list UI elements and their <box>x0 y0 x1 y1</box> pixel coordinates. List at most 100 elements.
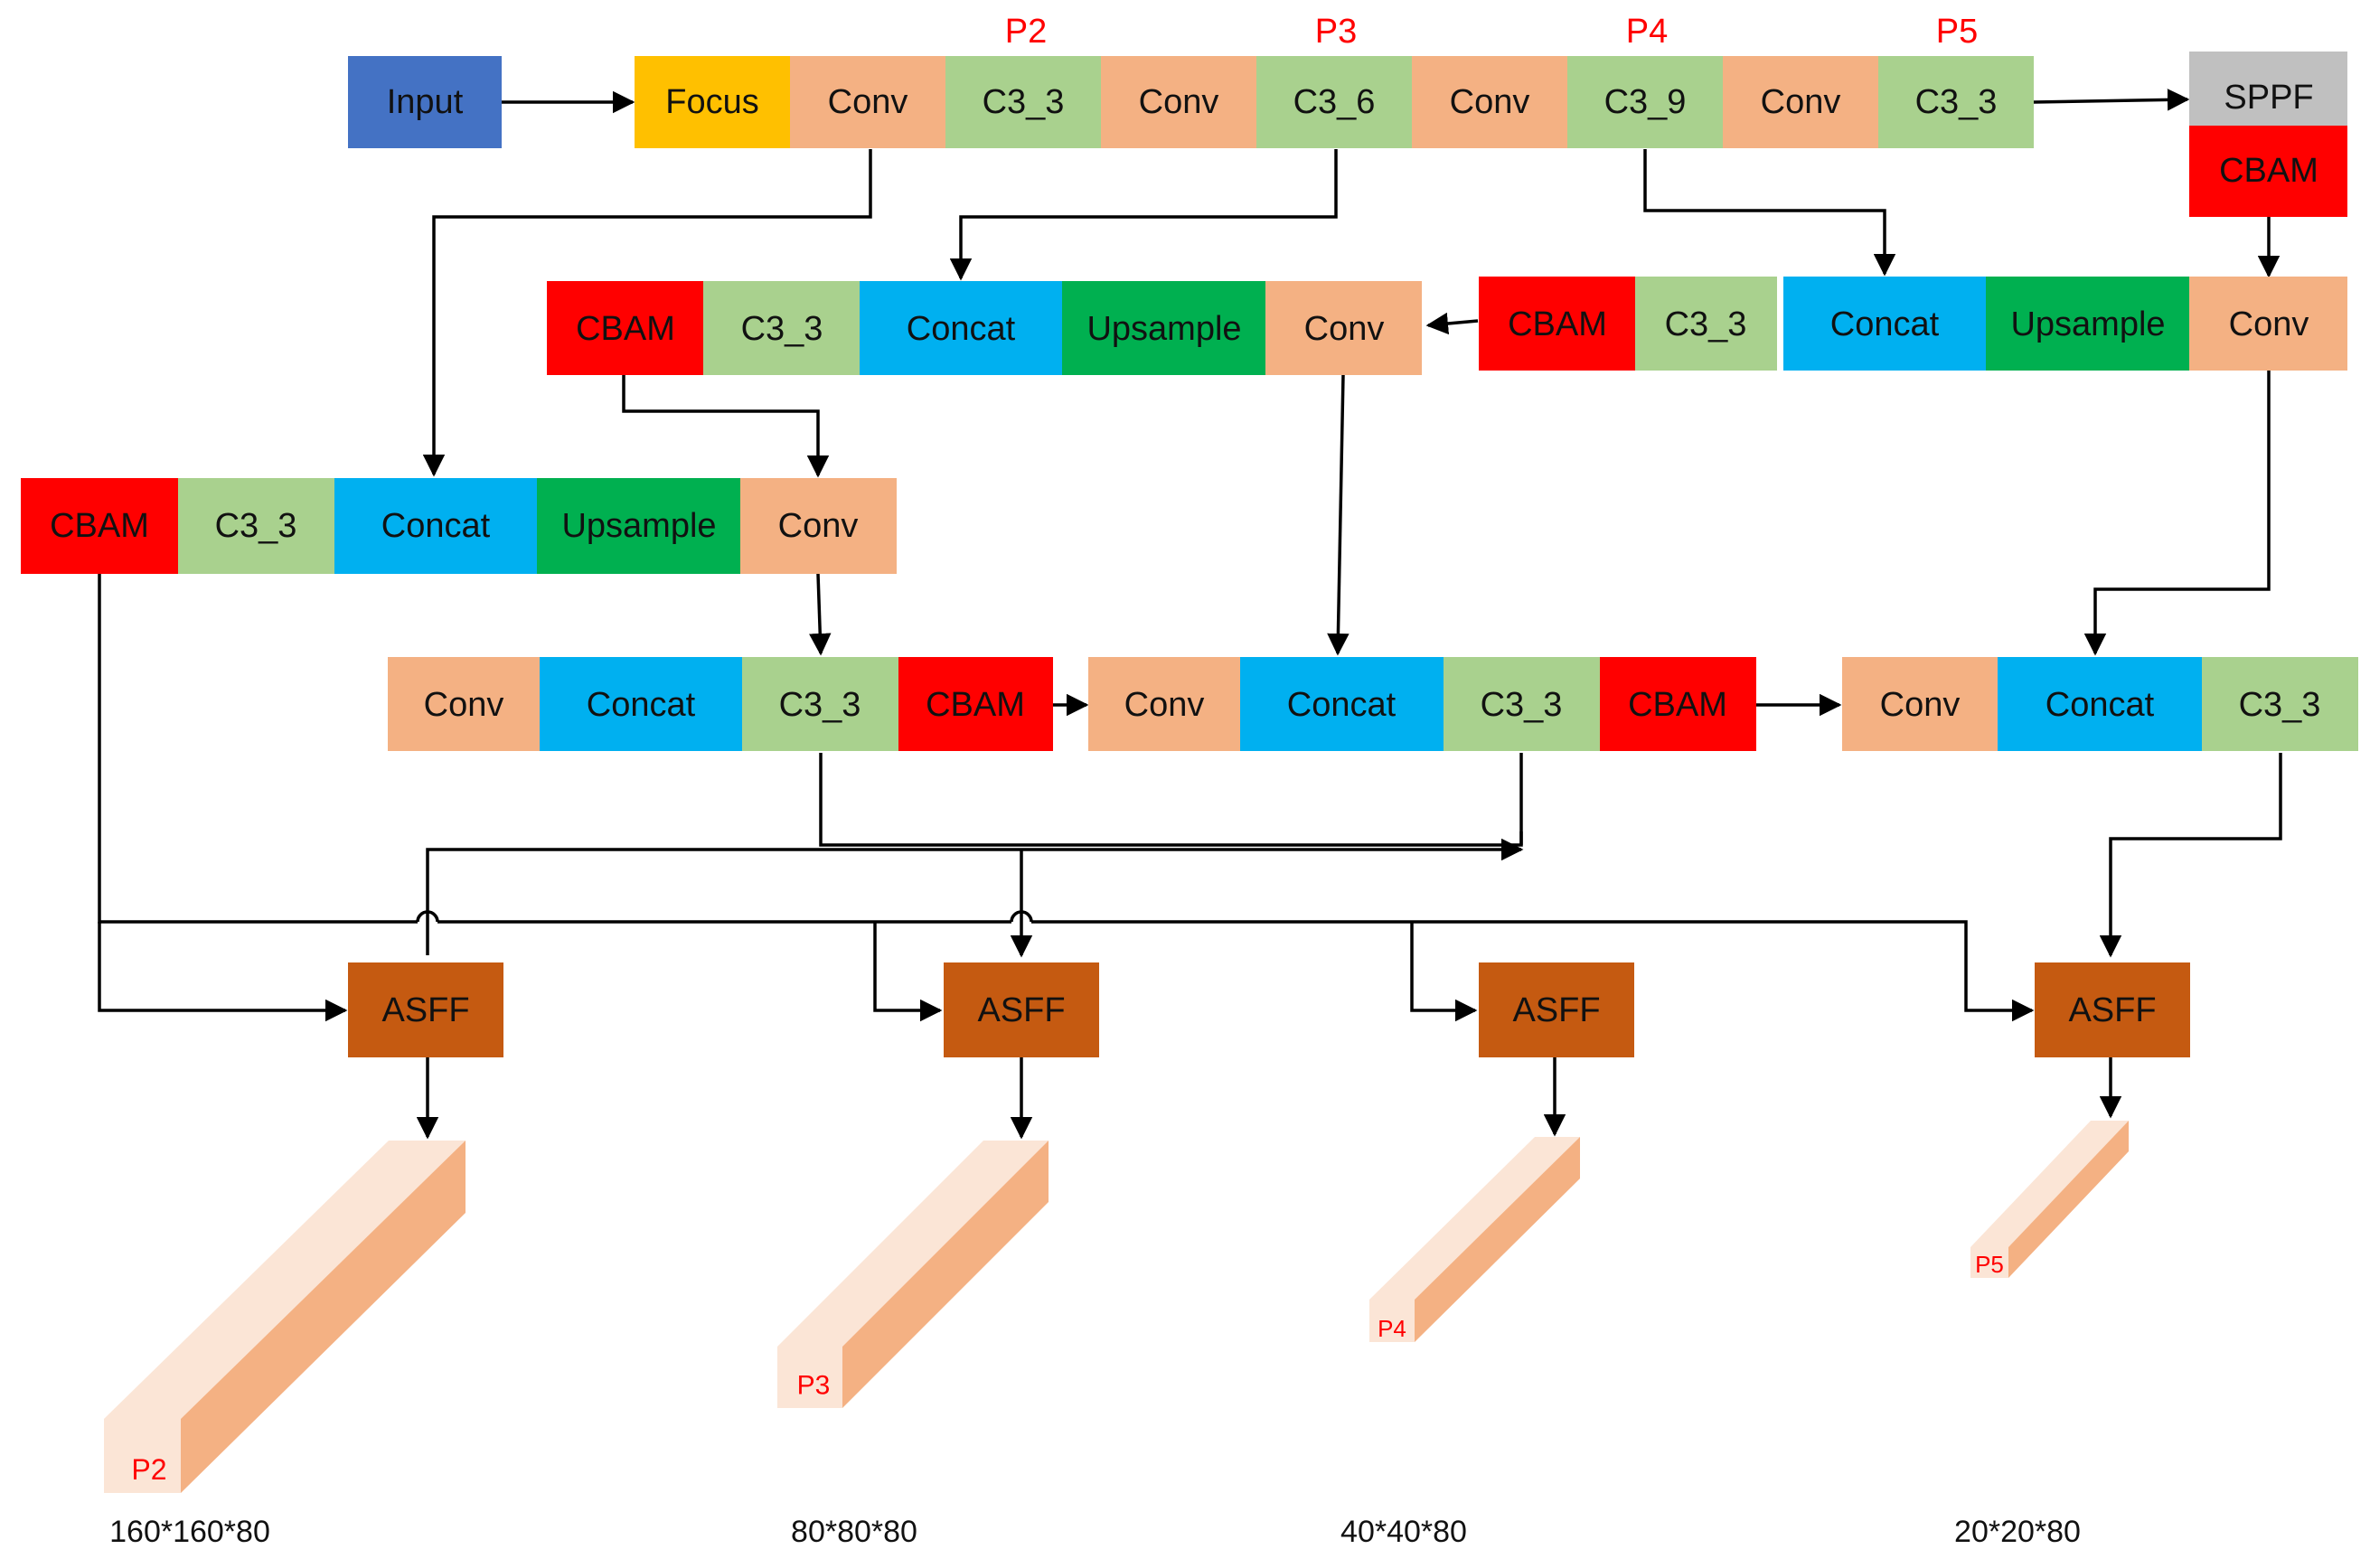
prism-side-face <box>181 1141 466 1493</box>
prism-label: P4 <box>1378 1315 1406 1342</box>
conv-label: Conv <box>2229 305 2309 343</box>
prism-front-face <box>777 1347 842 1408</box>
prism-front-face <box>1970 1247 2008 1278</box>
conv-rect <box>1101 56 1256 148</box>
asff-label: ASFF <box>381 991 469 1029</box>
concat-rect <box>1240 657 1444 751</box>
conv-label: Conv <box>424 686 504 724</box>
output-p5-prism: P5 <box>1970 1121 2129 1278</box>
c3-label: C3_3 <box>2239 686 2321 724</box>
output-p2-prism: P2 <box>104 1141 466 1493</box>
connection-lines <box>98 89 2282 1140</box>
concat-rect <box>540 657 742 751</box>
asff-block-p2: ASFF <box>348 962 503 1057</box>
output-dimension-labels: 160*160*80 80*80*80 40*40*80 20*20*80 <box>109 1515 2081 1549</box>
c3-label: C3_6 <box>1293 83 1376 121</box>
prism-top-face <box>777 1141 1049 1347</box>
asff-rect <box>2035 962 2190 1057</box>
sppf-label: SPPF <box>2224 79 2313 117</box>
concat-rect <box>860 281 1062 375</box>
pan-group-1: Conv Concat C3_3 CBAM <box>388 657 1053 751</box>
c3-label: C3_3 <box>779 686 861 724</box>
asff-rect <box>944 962 1099 1057</box>
level-label-p3: P3 <box>1315 13 1357 51</box>
concat-rect <box>334 478 537 574</box>
conv-rect <box>2189 277 2347 371</box>
prism-side-face <box>2008 1121 2129 1278</box>
cbam-rect <box>21 478 178 574</box>
prism-side-face <box>842 1141 1049 1408</box>
cbam-label: CBAM <box>2219 152 2318 190</box>
cbam-label: CBAM <box>1508 305 1607 343</box>
concat-label: Concat <box>587 686 696 724</box>
conv-rect <box>388 657 540 751</box>
conv-label: Conv <box>1124 686 1205 724</box>
c3-rect <box>1878 56 2034 148</box>
concat-rect <box>1783 277 1986 371</box>
prism-label: P5 <box>1975 1251 2004 1278</box>
conv-label: Conv <box>1880 686 1961 724</box>
prism-top-face <box>1970 1121 2129 1247</box>
c3-label: C3_3 <box>1915 83 1998 121</box>
level-label-p2: P2 <box>1005 13 1047 51</box>
conv-rect <box>790 56 945 148</box>
sppf-block: SPPF <box>2189 52 2347 126</box>
c3-rect <box>178 478 334 574</box>
cbam-rect <box>2189 126 2347 217</box>
backbone-level-labels: P2 P3 P4 P5 <box>1005 13 1978 51</box>
conv-label: Conv <box>778 507 859 545</box>
level-label-p5: P5 <box>1936 13 1978 51</box>
asff-block-p4: ASFF <box>1479 962 1634 1057</box>
asff-label: ASFF <box>1512 991 1600 1029</box>
pan-group-2: Conv Concat C3_3 CBAM <box>1088 657 1756 751</box>
asff-label: ASFF <box>2068 991 2156 1029</box>
cbam-rect <box>1479 277 1635 371</box>
output-dims-p3: 80*80*80 <box>791 1515 917 1549</box>
asff-label: ASFF <box>977 991 1065 1029</box>
input-label: Input <box>387 83 464 121</box>
sppf-rect <box>2189 52 2347 126</box>
backbone-blocks: Focus Conv C3_3 Conv C3_6 Conv C3_9 Conv… <box>635 56 2034 148</box>
c3-rect <box>945 56 1101 148</box>
prism-label: P2 <box>131 1453 166 1486</box>
c3-rect <box>703 281 860 375</box>
neck-top-right-row: CBAM C3_3 Concat Upsample Conv <box>1479 277 2347 371</box>
upsample-rect <box>1062 281 1265 375</box>
output-dims-p5: 20*20*80 <box>1954 1515 2081 1549</box>
backbone-row: Input Focus Conv C3_3 Conv C3_6 Conv C3_… <box>348 52 2347 217</box>
asff-block-p3: ASFF <box>944 962 1099 1057</box>
cbam-label: CBAM <box>1628 686 1727 724</box>
concat-label: Concat <box>1830 305 1940 343</box>
output-p4-prism: P4 <box>1369 1137 1580 1342</box>
upsample-rect <box>1986 277 2189 371</box>
concat-label: Concat <box>381 507 491 545</box>
c3-rect <box>742 657 898 751</box>
conv-rect <box>1723 56 1878 148</box>
prism-side-face <box>1415 1137 1580 1342</box>
asff-block-p5: ASFF <box>2035 962 2190 1057</box>
c3-label: C3_9 <box>1604 83 1687 121</box>
output-dims-p2: 160*160*80 <box>109 1515 270 1549</box>
c3-rect <box>1635 277 1777 371</box>
asff-rect <box>1479 962 1634 1057</box>
c3-label: C3_3 <box>1481 686 1563 724</box>
asff-rect <box>348 962 503 1057</box>
conv-rect <box>1842 657 1998 751</box>
cbam-label: CBAM <box>926 686 1025 724</box>
conv-rect <box>1088 657 1240 751</box>
focus-rect <box>635 56 790 148</box>
conv-label: Conv <box>1761 83 1841 121</box>
upsample-label: Upsample <box>1086 310 1241 348</box>
c3-rect <box>1567 56 1723 148</box>
c3-rect <box>1256 56 1412 148</box>
input-rect <box>348 56 502 148</box>
conv-label: Conv <box>1450 83 1530 121</box>
cbam-rect <box>547 281 703 375</box>
prism-label: P3 <box>797 1371 831 1401</box>
concat-rect <box>1998 657 2202 751</box>
output-p3-prism: P3 <box>777 1141 1049 1408</box>
c3-label: C3_3 <box>1665 305 1747 343</box>
prism-front-face <box>104 1419 181 1493</box>
conv-label: Conv <box>828 83 908 121</box>
